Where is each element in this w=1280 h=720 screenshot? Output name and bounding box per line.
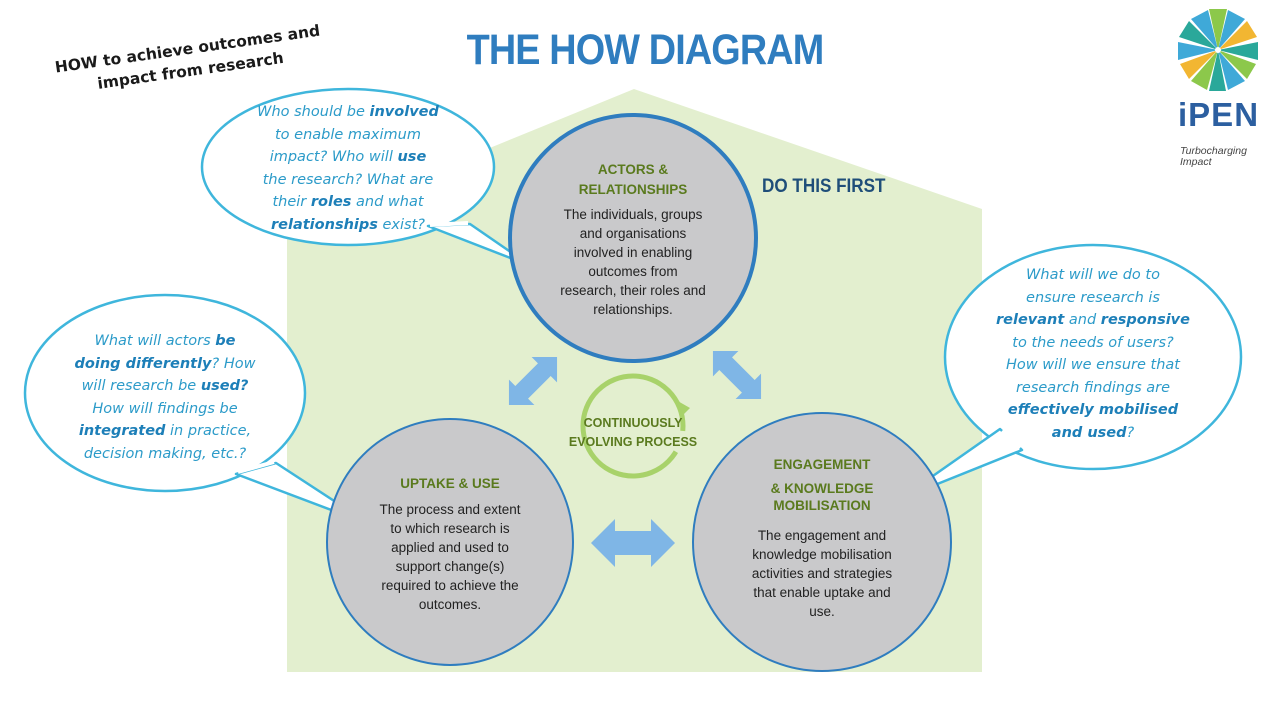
center-label-line-2: EVOLVING PROCESS xyxy=(568,435,698,449)
uptake-body-line: required to achieve the xyxy=(381,578,519,593)
bubble-line: How will we ensure that xyxy=(1006,357,1180,373)
ipen-logo-tagline: Turbocharging Impact xyxy=(1180,146,1247,168)
bubble-emphasis: relevant xyxy=(996,312,1065,328)
bubble-text: What will actors xyxy=(94,333,216,349)
uptake-body: The process and extent to which research… xyxy=(345,500,555,614)
actors-body: The individuals, groups and organisation… xyxy=(528,205,738,319)
arrow-left-diagonal-icon xyxy=(508,356,558,406)
bubble-text: and what xyxy=(351,194,424,210)
bubble-emphasis: use xyxy=(397,149,427,165)
ipen-tagline-line-1: Turbocharging xyxy=(1180,145,1247,157)
circle-actors xyxy=(508,113,758,363)
engagement-body-line: that enable uptake and xyxy=(753,585,891,600)
bubble-line: to the needs of users? xyxy=(1012,334,1174,351)
circle-engagement xyxy=(692,412,952,672)
bubble-line: decision making, etc.? xyxy=(83,445,247,462)
bubble-engagement-text: What will we do to ensure research is re… xyxy=(953,264,1233,444)
actors-heading-line-1: ACTORS & xyxy=(597,162,669,177)
bubble-line: What will actors be xyxy=(35,330,295,353)
do-this-first-label: DO THIS FIRST xyxy=(762,176,886,197)
actors-body-line: relationships. xyxy=(593,302,673,317)
engagement-heading-line-1: ENGAGEMENT xyxy=(773,457,871,472)
uptake-heading: UPTAKE & USE xyxy=(400,476,500,491)
continuously-evolving-label: CONTINUOUSLY EVOLVING PROCESS xyxy=(548,414,718,452)
bubble-text: their xyxy=(272,194,311,210)
uptake-body-line: applied and used to xyxy=(391,540,509,555)
bubble-line: relevant and responsive xyxy=(953,309,1233,332)
bubble-text: ? xyxy=(1126,424,1135,441)
bubble-text: and xyxy=(1064,312,1101,328)
bubble-line: research findings are xyxy=(1015,379,1171,396)
bubble-line: relationships exist? xyxy=(218,214,478,237)
engagement-heading-line-2: & KNOWLEDGE xyxy=(770,481,874,496)
engagement-body-line: use. xyxy=(809,604,835,619)
bubble-emphasis: involved xyxy=(369,104,439,120)
bubble-emphasis: effectively mobilised xyxy=(1007,402,1179,418)
bubble-line: the research? What are xyxy=(262,171,434,188)
bubble-line: to enable maximum xyxy=(275,126,421,143)
bubble-line: will research be used? xyxy=(35,375,295,398)
cycle-icon xyxy=(579,372,690,480)
actors-heading: ACTORS & RELATIONSHIPS xyxy=(533,160,733,200)
center-label-line-1: CONTINUOUSLY xyxy=(583,416,683,430)
bubble-line: How will findings be xyxy=(92,400,238,417)
ipen-logo-text: iPEN xyxy=(1178,96,1260,133)
engagement-heading-line-3: MOBILISATION xyxy=(773,498,871,513)
bubble-uptake-text: What will actors be doing differently? H… xyxy=(35,330,295,465)
bubble-line: Who should be involved xyxy=(218,101,478,124)
bubble-text: Who should be xyxy=(257,104,370,120)
bubble-emphasis: roles xyxy=(310,194,352,210)
bubble-emphasis: relationships xyxy=(271,216,378,233)
arrow-horizontal-icon xyxy=(591,519,675,567)
uptake-body-line: The process and extent xyxy=(379,502,521,517)
uptake-body-line: outcomes. xyxy=(418,597,482,612)
bubble-text: exist? xyxy=(377,216,425,233)
bubble-emphasis: used? xyxy=(200,378,249,394)
bubble-emphasis: integrated xyxy=(78,423,166,439)
ipen-logo-icon xyxy=(1178,9,1258,91)
actors-body-line: and organisations xyxy=(579,226,687,241)
bubble-line: What will we do to xyxy=(1026,267,1160,283)
engagement-body: The engagement and knowledge mobilisatio… xyxy=(717,526,927,621)
bubble-emphasis: and used xyxy=(1051,424,1127,441)
actors-body-line: research, their roles and xyxy=(560,283,706,298)
bubble-text: ? How xyxy=(211,355,256,372)
bubble-emphasis: responsive xyxy=(1100,312,1190,328)
bubble-line: doing differently? How xyxy=(35,353,295,376)
bubble-line: and used? xyxy=(953,422,1233,445)
engagement-heading: ENGAGEMENT & KNOWLEDGE MOBILISATION xyxy=(722,455,922,514)
actors-heading-line-2: RELATIONSHIPS xyxy=(578,182,688,197)
bubble-line: effectively mobilised xyxy=(953,399,1233,422)
actors-body-line: The individuals, groups xyxy=(563,207,703,222)
bubble-text: in practice, xyxy=(165,423,252,439)
bubble-line: their roles and what xyxy=(218,191,478,214)
bubble-line: impact? Who will use xyxy=(218,146,478,169)
arrow-right-diagonal-icon xyxy=(712,350,762,400)
engagement-body-line: activities and strategies xyxy=(751,566,893,581)
bubble-text: impact? Who will xyxy=(269,149,398,165)
ipen-tagline-line-2: Impact xyxy=(1180,156,1212,168)
bubble-text: will research be xyxy=(81,378,201,394)
bubble-line: ensure research is xyxy=(1026,289,1160,306)
bubble-actors-text: Who should be involved to enable maximum… xyxy=(218,101,478,236)
engagement-body-line: The engagement and xyxy=(757,528,887,543)
actors-body-line: involved in enabling xyxy=(573,245,693,260)
bubble-emphasis: be xyxy=(215,333,236,349)
circle-uptake xyxy=(326,418,574,666)
uptake-body-line: to which research is xyxy=(390,521,510,536)
bubble-line: integrated in practice, xyxy=(35,420,295,443)
page-title: THE HOW DIAGRAM xyxy=(466,26,825,74)
actors-body-line: outcomes from xyxy=(588,264,678,279)
engagement-body-line: knowledge mobilisation xyxy=(752,547,892,562)
bubble-emphasis: doing differently xyxy=(74,355,212,372)
bubble-actors-shape xyxy=(200,87,533,268)
uptake-body-line: support change(s) xyxy=(395,559,505,574)
